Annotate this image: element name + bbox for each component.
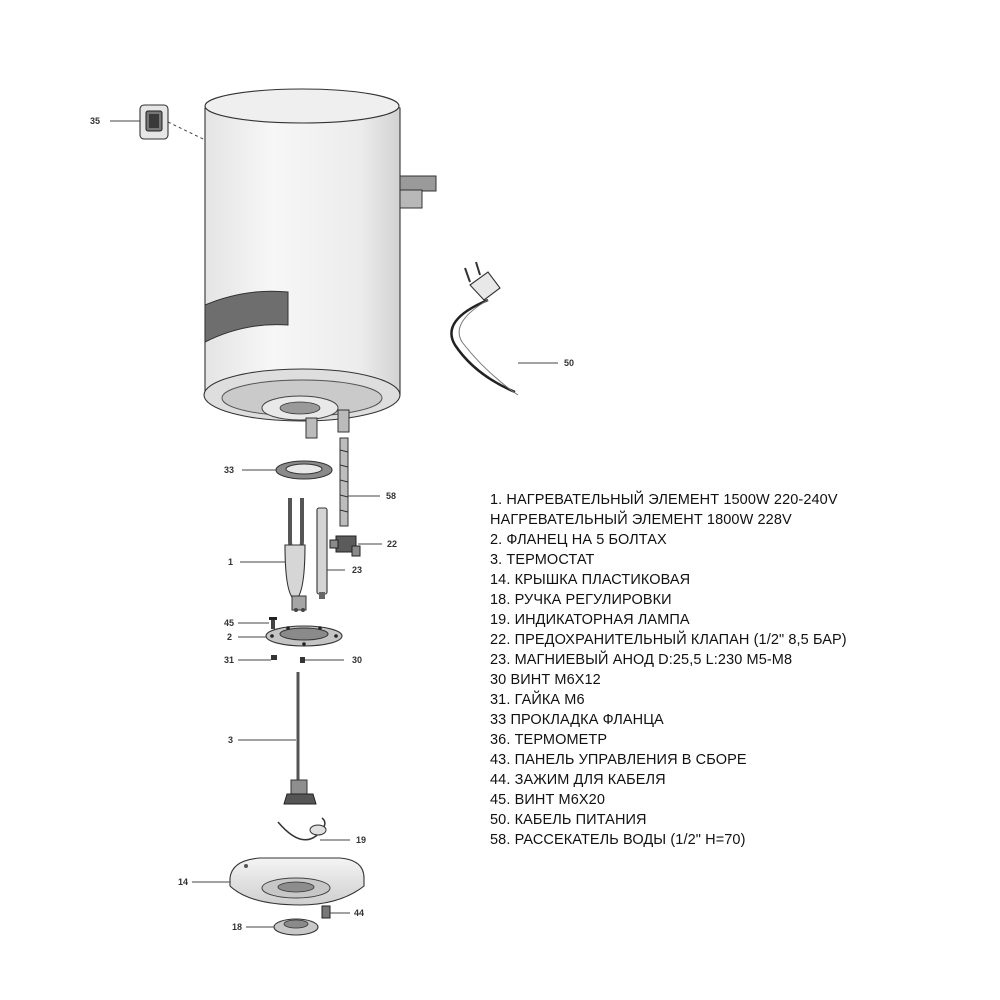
callout-14: 14 <box>178 877 188 887</box>
callout-31: 31 <box>224 655 234 665</box>
legend-item: НАГРЕВАТЕЛЬНЫЙ ЭЛЕМЕНТ 1800W 228V <box>490 512 792 528</box>
callout-30: 30 <box>352 655 362 665</box>
callout-1: 1 <box>228 557 233 567</box>
parts-legend: 1. НАГРЕВАТЕЛЬНЫЙ ЭЛЕМЕНТ 1500W 220-240V… <box>490 490 990 850</box>
part-31-nut <box>271 655 277 660</box>
legend-item: 1. НАГРЕВАТЕЛЬНЫЙ ЭЛЕМЕНТ 1500W 220-240V <box>490 492 838 508</box>
legend-item: 45. ВИНТ М6Х20 <box>490 792 605 808</box>
legend-item: 14. КРЫШКА ПЛАСТИКОВАЯ <box>490 572 691 588</box>
callout-22: 22 <box>387 539 397 549</box>
legend-item: 43. ПАНЕЛЬ УПРАВЛЕНИЯ В СБОРЕ <box>490 752 747 768</box>
part-2-flange <box>265 625 343 647</box>
legend-item: 36. ТЕРМОМЕТР <box>490 732 608 748</box>
callout-3: 3 <box>228 735 233 745</box>
part-1-heating-element <box>284 498 307 612</box>
part-50-power-cable <box>450 261 519 396</box>
legend-item: 3. ТЕРМОСТАТ <box>490 552 595 568</box>
legend-item: 33 ПРОКЛАДКА ФЛАНЦА <box>490 712 664 728</box>
callout-33: 33 <box>224 465 234 475</box>
callout-58: 58 <box>386 491 396 501</box>
callout-45: 45 <box>224 618 234 628</box>
part-45-screw <box>269 617 277 629</box>
leader-lines <box>110 120 558 928</box>
part-58-water-diffuser <box>339 437 349 527</box>
part-23-magnesium-anode <box>316 507 328 599</box>
legend-item: 58. РАССЕКАТЕЛЬ ВОДЫ (1/2" H=70) <box>490 832 746 848</box>
legend-item: 50. КАБЕЛЬ ПИТАНИЯ <box>490 812 647 828</box>
tank-body <box>203 88 437 439</box>
legend-item: 30 ВИНТ М6Х12 <box>490 672 601 688</box>
part-3-thermostat <box>283 672 317 805</box>
legend-item: 22. ПРЕДОХРАНИТЕЛЬНЫЙ КЛАПАН (1/2" 8,5 Б… <box>490 632 847 648</box>
callout-labels: 35 50 33 58 22 1 23 45 2 31 30 3 19 14 4… <box>90 116 574 932</box>
legend-item: 31. ГАЙКА М6 <box>490 692 585 708</box>
part-14-plastic-cover <box>229 857 365 906</box>
part-33-flange-gasket <box>275 460 333 480</box>
part-22-safety-valve <box>329 535 361 557</box>
callout-35: 35 <box>90 116 100 126</box>
part-35-thermometer <box>139 104 235 156</box>
callout-23: 23 <box>352 565 362 575</box>
legend-item: 2. ФЛАНЕЦ НА 5 БОЛТАХ <box>490 532 667 548</box>
part-19-indicator-lamp <box>277 817 327 841</box>
callout-18: 18 <box>232 922 242 932</box>
legend-item: 44. ЗАЖИМ ДЛЯ КАБЕЛЯ <box>490 772 666 788</box>
part-18-control-knob <box>273 918 319 936</box>
callout-19: 19 <box>356 835 366 845</box>
callout-2: 2 <box>227 632 232 642</box>
callout-50: 50 <box>564 358 574 368</box>
callout-44: 44 <box>354 908 364 918</box>
legend-item: 19. ИНДИКАТОРНАЯ ЛАМПА <box>490 612 690 628</box>
part-44-cable-clamp <box>321 905 331 919</box>
legend-item: 18. РУЧКА РЕГУЛИРОВКИ <box>490 592 672 608</box>
part-30-screw <box>300 657 305 663</box>
legend-item: 23. МАГНИЕВЫЙ АНОД D:25,5 L:230 M5-M8 <box>490 652 793 668</box>
